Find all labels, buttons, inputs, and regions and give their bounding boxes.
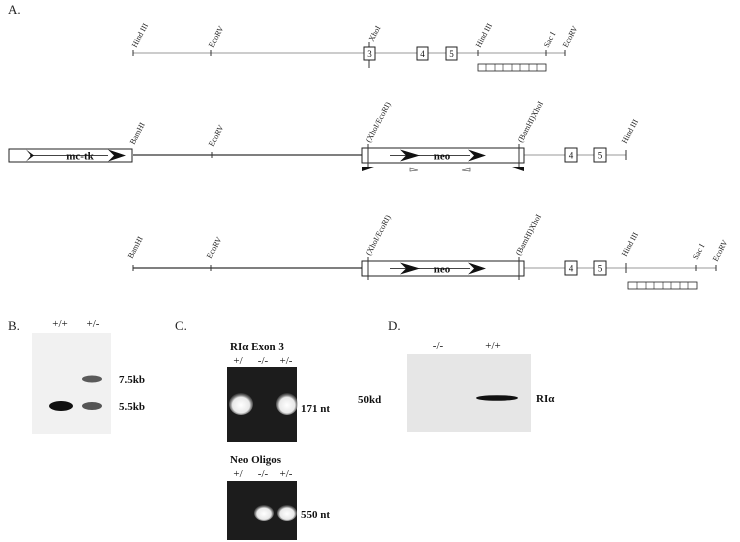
map-wildtype: Hind III EcoRV XhoI Hind III Sac I EcoRV…	[130, 21, 580, 72]
map-targeted: BamHI EcoRV (XhoI/EcoRI) (BamHI)XhoI Hin…	[126, 212, 730, 290]
western-lane-wt: +/+	[485, 340, 500, 352]
map-vector: BamHI EcoRV (XhoI/EcoRI) (BamHI)XhoI Hin…	[8, 99, 640, 172]
site-bamhi-xhoi-vec: (BamHI)XhoI	[516, 99, 545, 144]
southern-lane-wt: +/+	[52, 318, 67, 330]
site-bamhi-xhoi-tgt: (BamHI)XhoI	[514, 212, 543, 257]
mctk-label: mc-tk	[66, 151, 94, 163]
pcr-exon3: RIα Exon 3 +/ -/- +/- 171 nt	[227, 341, 330, 442]
western-marker: 50kd	[358, 394, 381, 406]
site-hindiii-1: Hind III	[130, 21, 150, 48]
site-hindiii-tgt: Hind III	[620, 230, 640, 257]
primer-arrow-right	[512, 167, 524, 171]
mctk-cassette: mc-tk	[8, 148, 133, 163]
pcr-neo-lane-1: +/	[233, 468, 243, 480]
pcr-neo-band-2	[254, 505, 274, 521]
site-bamhi-tgt: BamHI	[126, 235, 145, 260]
site-hindiii-vec: Hind III	[620, 117, 640, 144]
exon-5-tgt: 5	[598, 264, 603, 274]
pcr-exon3-band-3	[276, 393, 298, 415]
site-saci-tgt: Sac I	[691, 242, 707, 261]
primer-arrow-left	[362, 167, 374, 171]
pcr-neo-band-3	[277, 505, 297, 521]
pcr-exon3-title: RIα Exon 3	[230, 341, 284, 353]
primer-arrow-neo-2	[461, 167, 471, 172]
southern-size-5-5: 5.5kb	[119, 401, 145, 413]
band-7-5kb	[82, 375, 102, 383]
exon-5-wt: 5	[449, 49, 454, 59]
exon-3: 3	[367, 49, 372, 59]
panel-b-label: B.	[8, 318, 20, 333]
pcr-exon3-lane-3: +/-	[280, 355, 293, 367]
panel-c-label: C.	[175, 318, 187, 333]
site-hindiii-2: Hind III	[474, 21, 494, 48]
western-membrane	[407, 354, 531, 432]
southern-blot: +/+ +/- 7.5kb 5.5kb	[32, 318, 145, 434]
site-xhoi-ecori-vec: (XhoI/EcoRI)	[364, 100, 393, 144]
site-ecorv-2: EcoRV	[561, 24, 580, 49]
pcr-neo-lane-2: -/-	[258, 468, 269, 480]
neo-cassette-tgt: neo	[361, 257, 525, 280]
band-5-5kb-wt	[49, 401, 73, 411]
site-ecorv-tgt-2: EcoRV	[711, 238, 730, 263]
western-band-ri-alpha	[476, 395, 518, 401]
site-xhoi: XhoI	[367, 24, 383, 43]
pcr-neo-title: Neo Oligos	[230, 454, 282, 466]
exon-4-tgt: 4	[569, 264, 574, 274]
western-lane-ko: -/-	[433, 340, 444, 352]
western-band-label: RIα	[536, 393, 555, 405]
probe-wt	[477, 63, 547, 72]
southern-lane-het: +/-	[87, 318, 100, 330]
pcr-neo: Neo Oligos +/ -/- +/- 550 nt	[227, 454, 330, 540]
southern-size-7-5: 7.5kb	[119, 374, 145, 386]
pcr-exon3-band-1	[229, 393, 253, 415]
site-ecorv-tgt-1: EcoRV	[205, 235, 224, 260]
site-ecorv-vec: EcoRV	[207, 123, 226, 148]
pcr-neo-lane-3: +/-	[280, 468, 293, 480]
pcr-neo-size: 550 nt	[301, 509, 330, 521]
site-ecorv-1: EcoRV	[207, 24, 226, 49]
panel-a-label: A.	[8, 2, 21, 17]
exon-4-wt: 4	[420, 49, 425, 59]
panel-d-label: D.	[388, 318, 401, 333]
pcr-exon3-lane-1: +/	[233, 355, 243, 367]
pcr-exon3-lane-2: -/-	[258, 355, 269, 367]
neo-cassette-vec: neo	[361, 144, 525, 167]
neo-label-tgt: neo	[434, 264, 451, 276]
pcr-exon3-size: 171 nt	[301, 403, 330, 415]
primer-arrow-neo-1	[409, 167, 419, 172]
southern-membrane	[32, 333, 111, 434]
probe-tgt	[627, 281, 698, 290]
exon-5-vec: 5	[598, 151, 603, 161]
band-5-5kb-het	[82, 402, 102, 410]
neo-label-vec: neo	[434, 151, 451, 163]
site-saci: Sac I	[542, 30, 558, 49]
site-xhoi-ecori-tgt: (XhoI/EcoRI)	[364, 213, 393, 257]
site-bamhi-vec: BamHI	[128, 121, 147, 146]
western-blot: -/- +/+ 50kd RIα	[358, 340, 555, 432]
exon-4-vec: 4	[569, 151, 574, 161]
